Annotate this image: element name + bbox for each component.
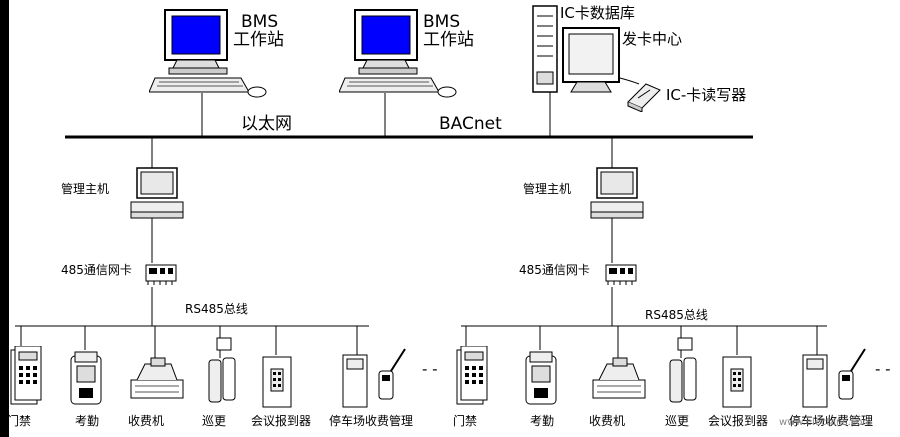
right-bus-label: RS485总线 [645,308,708,322]
right-device-label: 会议报到器 [708,414,769,428]
left-device-label: 收费机 [128,414,165,428]
ws2-label-line1: BMS [423,12,461,32]
card-reader-icon [627,83,661,112]
right-host-label: 管理主机 [523,182,572,196]
left-device-label: 门禁 [9,414,32,428]
ws1-label-line2: 工作站 [233,30,284,50]
ethernet-label: 以太网 [241,114,292,134]
bacnet-label: BACnet [439,114,502,134]
right-nic-label: 485通信网卡 [519,263,590,277]
management-host-icon [590,167,644,219]
left-host-label: 管理主机 [61,182,110,196]
card-server-icon [532,5,620,93]
attendance-icon [70,351,102,405]
management-host-icon [130,167,184,219]
attendance-icon [525,351,557,405]
ws2-label-line2: 工作站 [423,30,474,50]
cash-register-icon [130,357,184,399]
left-bus-label: RS485总线 [185,302,248,316]
left-device-label: 巡更 [202,414,227,428]
left-nic-label: 485通信网卡 [61,263,132,277]
right-device-label: 收费机 [589,414,626,428]
ic-database-label: IC卡数据库 [560,4,635,22]
patrol-icon [208,337,236,403]
network-card-icon [145,264,177,285]
right-device-label: 巡更 [665,414,690,428]
workstation-icon [149,9,267,98]
left-ellipsis: - - [422,360,438,378]
access-control-icon [456,346,488,405]
cash-register-icon [592,357,646,399]
right-device-label: 考勤 [530,414,555,428]
ic-reader-label: IC-卡读写器 [666,86,747,104]
network-diagram: BMS 工作站 BMS 工作站 IC卡数据库 发卡中心 IC-卡读写器 以太网 … [9,0,900,437]
patrol-icon [669,337,697,403]
wiring [15,74,827,358]
ws1-label-line1: BMS [241,12,279,32]
access-control-icon [10,346,42,405]
right-device-label: 停车场收费管理 [789,414,874,428]
right-ellipsis: - - [875,360,891,378]
network-card-icon [605,264,637,285]
meeting-checkin-icon [262,356,292,408]
workstation-icon [339,9,457,98]
parking-charge-icon [342,348,406,408]
right-device-label: 门禁 [453,414,478,428]
meeting-checkin-icon [722,356,752,408]
left-device-label: 会议报到器 [251,414,312,428]
card-center-label: 发卡中心 [622,30,683,48]
left-device-label: 考勤 [75,414,100,428]
parking-charge-icon [802,348,866,408]
watermark: www.elecfans.com [779,417,873,428]
left-device-label: 停车场收费管理 [329,414,414,428]
